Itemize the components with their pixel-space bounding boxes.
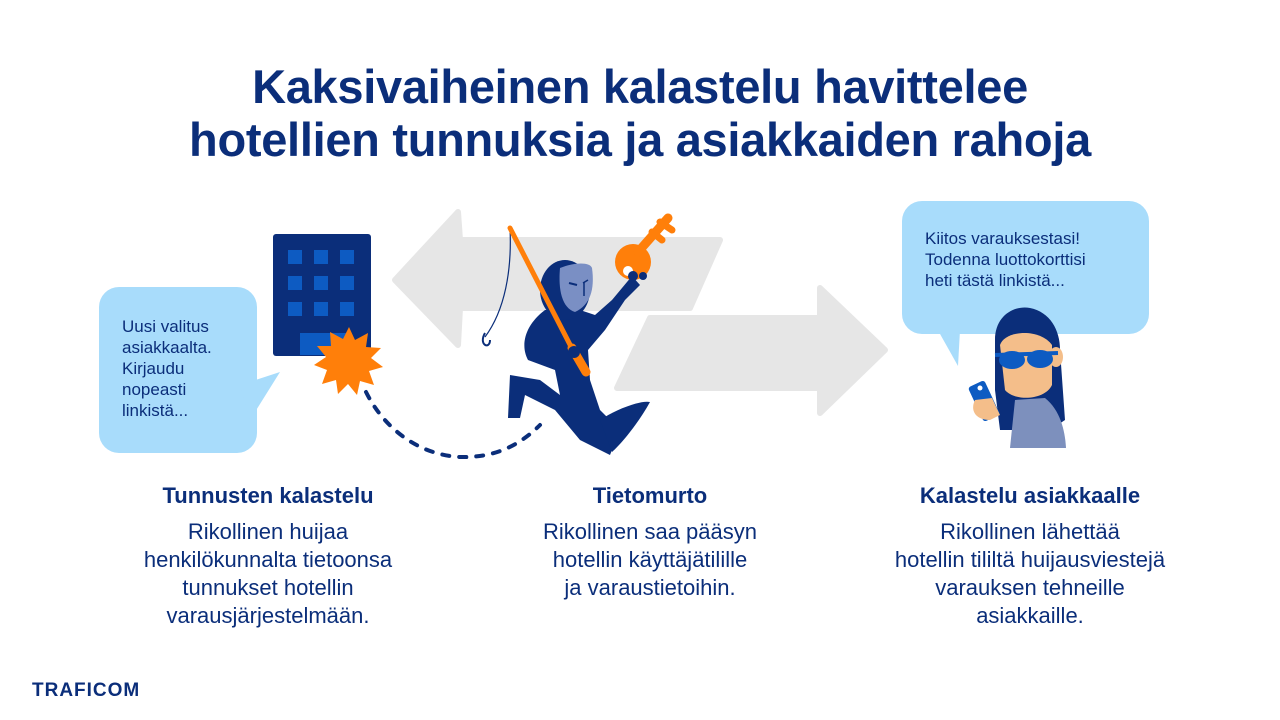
customer-with-phone-icon [968,307,1066,448]
step-line: henkilökunnalta tietoonsa [143,547,393,572]
masked-hacker-with-fishing-rod-icon [481,225,650,455]
hotel-building-icon [273,234,371,356]
bubble-right-line: Todenna luottokorttisi [925,250,1086,269]
title-line-1: Kaksivaiheinen kalastelu havittelee [252,60,1028,113]
step-line: ja varaustietoihin. [564,575,736,600]
title-line-2: hotellien tunnuksia ja asiakkaiden rahoj… [189,113,1091,166]
bubble-right-line: heti tästä linkistä... [925,271,1065,290]
step-heading: Tunnusten kalastelu [162,483,374,508]
step-line: Rikollinen saa pääsyn [542,519,758,544]
speech-bubble-left [99,287,280,453]
arrow-right-icon [614,285,888,416]
step-line: varausjärjestelmään. [166,603,370,628]
step-description: Rikollinen lähettää hotellin tililtä hui… [830,518,1230,630]
speech-bubble-right [902,201,1149,366]
step-line: Rikollinen lähettää [940,519,1120,544]
step-customer-phishing: Kalastelu asiakkaalle Rikollinen lähettä… [830,482,1230,630]
step-line: tunnukset hotellin [182,575,354,600]
page-title: Kaksivaiheinen kalastelu havittelee hote… [0,60,1280,166]
step-line: Rikollinen huijaa [187,519,349,544]
traficom-logo: TRAFICOM [32,680,141,701]
dashed-trail [364,390,542,460]
step-line: hotellin tililtä huijausviestejä [894,547,1166,572]
step-credential-phishing: Tunnusten kalastelu Rikollinen huijaa he… [88,482,448,630]
step-line: hotellin käyttäjätilille [552,547,748,572]
key-icon [615,213,676,281]
step-heading: Tietomurto [592,483,708,508]
bubble-right-line: Kiitos varauksestasi! [925,229,1080,248]
bubble-left-line: linkistä... [122,401,189,420]
bubble-left-line: asiakkaalta. [122,338,212,357]
alert-burst-icon [314,327,383,395]
step-data-breach: Tietomurto Rikollinen saa pääsyn hotelli… [490,482,810,602]
bubble-left-text: Uusi valitus asiakkaalta. Kirjaudu nopea… [122,316,212,421]
bubble-left-line: Uusi valitus [122,317,209,336]
bubble-left-line: Kirjaudu [122,359,185,378]
step-line: varauksen tehneille [935,575,1125,600]
step-description: Rikollinen saa pääsyn hotellin käyttäjät… [490,518,810,602]
step-heading: Kalastelu asiakkaalle [919,483,1141,508]
bubble-right-text: Kiitos varauksestasi! Todenna luottokort… [925,228,1086,291]
step-description: Rikollinen huijaa henkilökunnalta tietoo… [88,518,448,630]
bubble-left-line: nopeasti [122,380,187,399]
step-line: asiakkaille. [976,603,1084,628]
